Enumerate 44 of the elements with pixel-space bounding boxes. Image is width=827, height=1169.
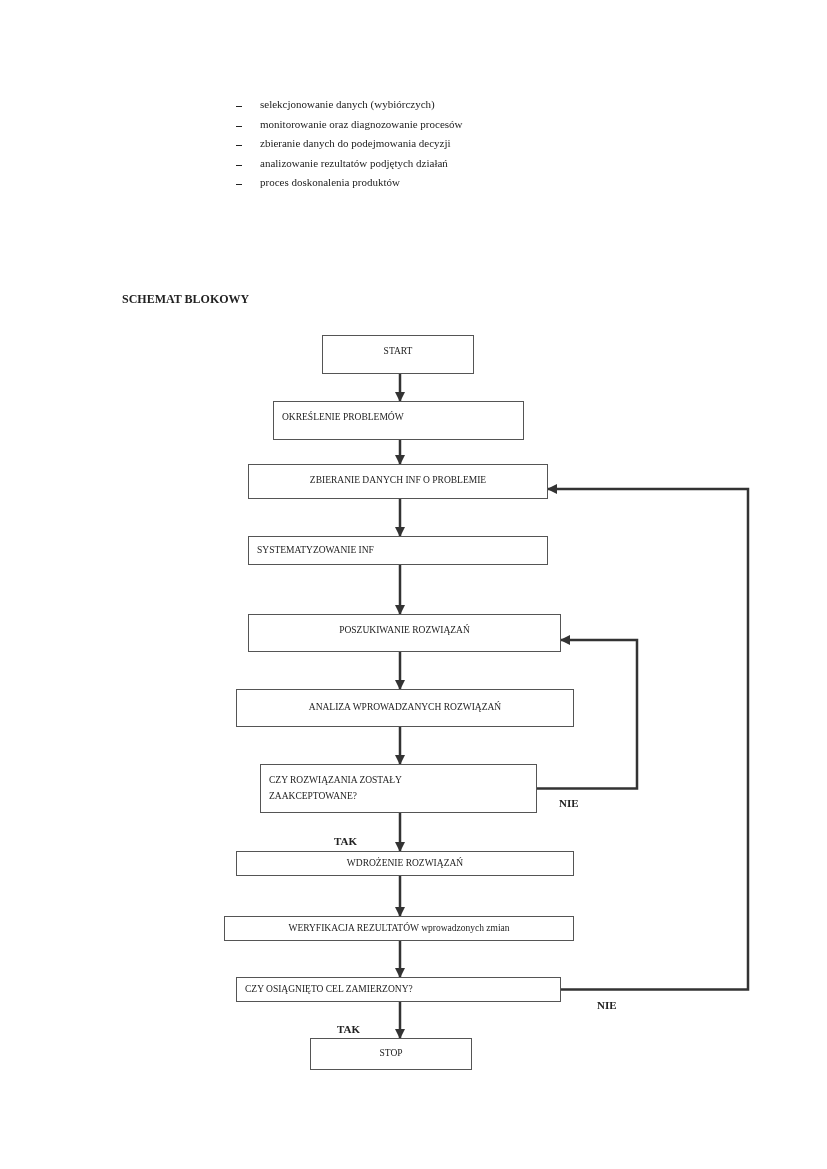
arrow <box>547 484 750 991</box>
diagram-title: SCHEMAT BLOKOWY <box>122 292 250 307</box>
process-box <box>224 916 574 941</box>
process-box <box>248 614 561 652</box>
bullet-item: selekcjonowanie danych (wybiórczych) <box>260 98 435 110</box>
arrow <box>395 652 405 690</box>
arrow <box>395 499 405 537</box>
edge-label: NIE <box>558 797 580 809</box>
process-box <box>273 401 524 440</box>
edge-label: NIE <box>596 999 618 1011</box>
box-text: ZBIERANIE DANYCH INF O PROBLEMIE <box>309 474 487 487</box>
arrow <box>395 941 405 978</box>
bullet-item: analizowanie rezultatów podjętych działań <box>260 156 448 169</box>
arrow <box>395 374 405 402</box>
process-box <box>236 689 574 727</box>
box-text: STOP <box>379 1047 403 1061</box>
edge-label: TAK <box>333 835 359 847</box>
arrow <box>395 440 405 465</box>
box-text: WERYFIKACJA REZULTATÓW wprowadzonych zmian <box>288 921 510 935</box>
box-text: CZY ROZWIĄZANIA ZOSTAŁY ZAAKCEPTOWANE? <box>269 774 403 803</box>
bullet-item: zbieranie danych do podejmowania decyzji <box>260 137 451 149</box>
process-box <box>322 335 474 374</box>
box-text: OKREŚLENIE PROBLEMÓW <box>282 410 404 424</box>
box-text: SYSTEMATYZOWANIE INF <box>257 543 374 557</box>
arrow <box>395 565 405 615</box>
arrow <box>395 813 405 852</box>
process-box <box>248 464 548 499</box>
process-box <box>236 851 574 876</box>
process-box <box>236 977 561 1002</box>
arrow <box>395 1002 405 1039</box>
process-box <box>310 1038 472 1070</box>
process-box <box>248 536 548 565</box>
arrow <box>537 635 639 790</box>
bullet-item: monitorowanie oraz diagnozowanie procesów <box>260 117 463 130</box>
box-text: POSZUKIWANIE ROZWIĄZAŃ <box>339 623 470 637</box>
process-box <box>260 764 537 813</box>
box-text: WDROŻENIE ROZWIĄZAŃ <box>346 856 464 870</box>
bullet-item: proces doskonalenia produktów <box>260 176 400 188</box>
arrow <box>395 876 405 917</box>
box-text: START <box>383 345 413 358</box>
box-text: ANALIZA WPROWADZANYCH ROZWIĄZAŃ <box>308 700 502 715</box>
edge-label: TAK <box>336 1023 362 1035</box>
box-text: CZY OSIĄGNIĘTO CEL ZAMIERZONY? <box>245 982 413 996</box>
arrow <box>395 727 405 765</box>
